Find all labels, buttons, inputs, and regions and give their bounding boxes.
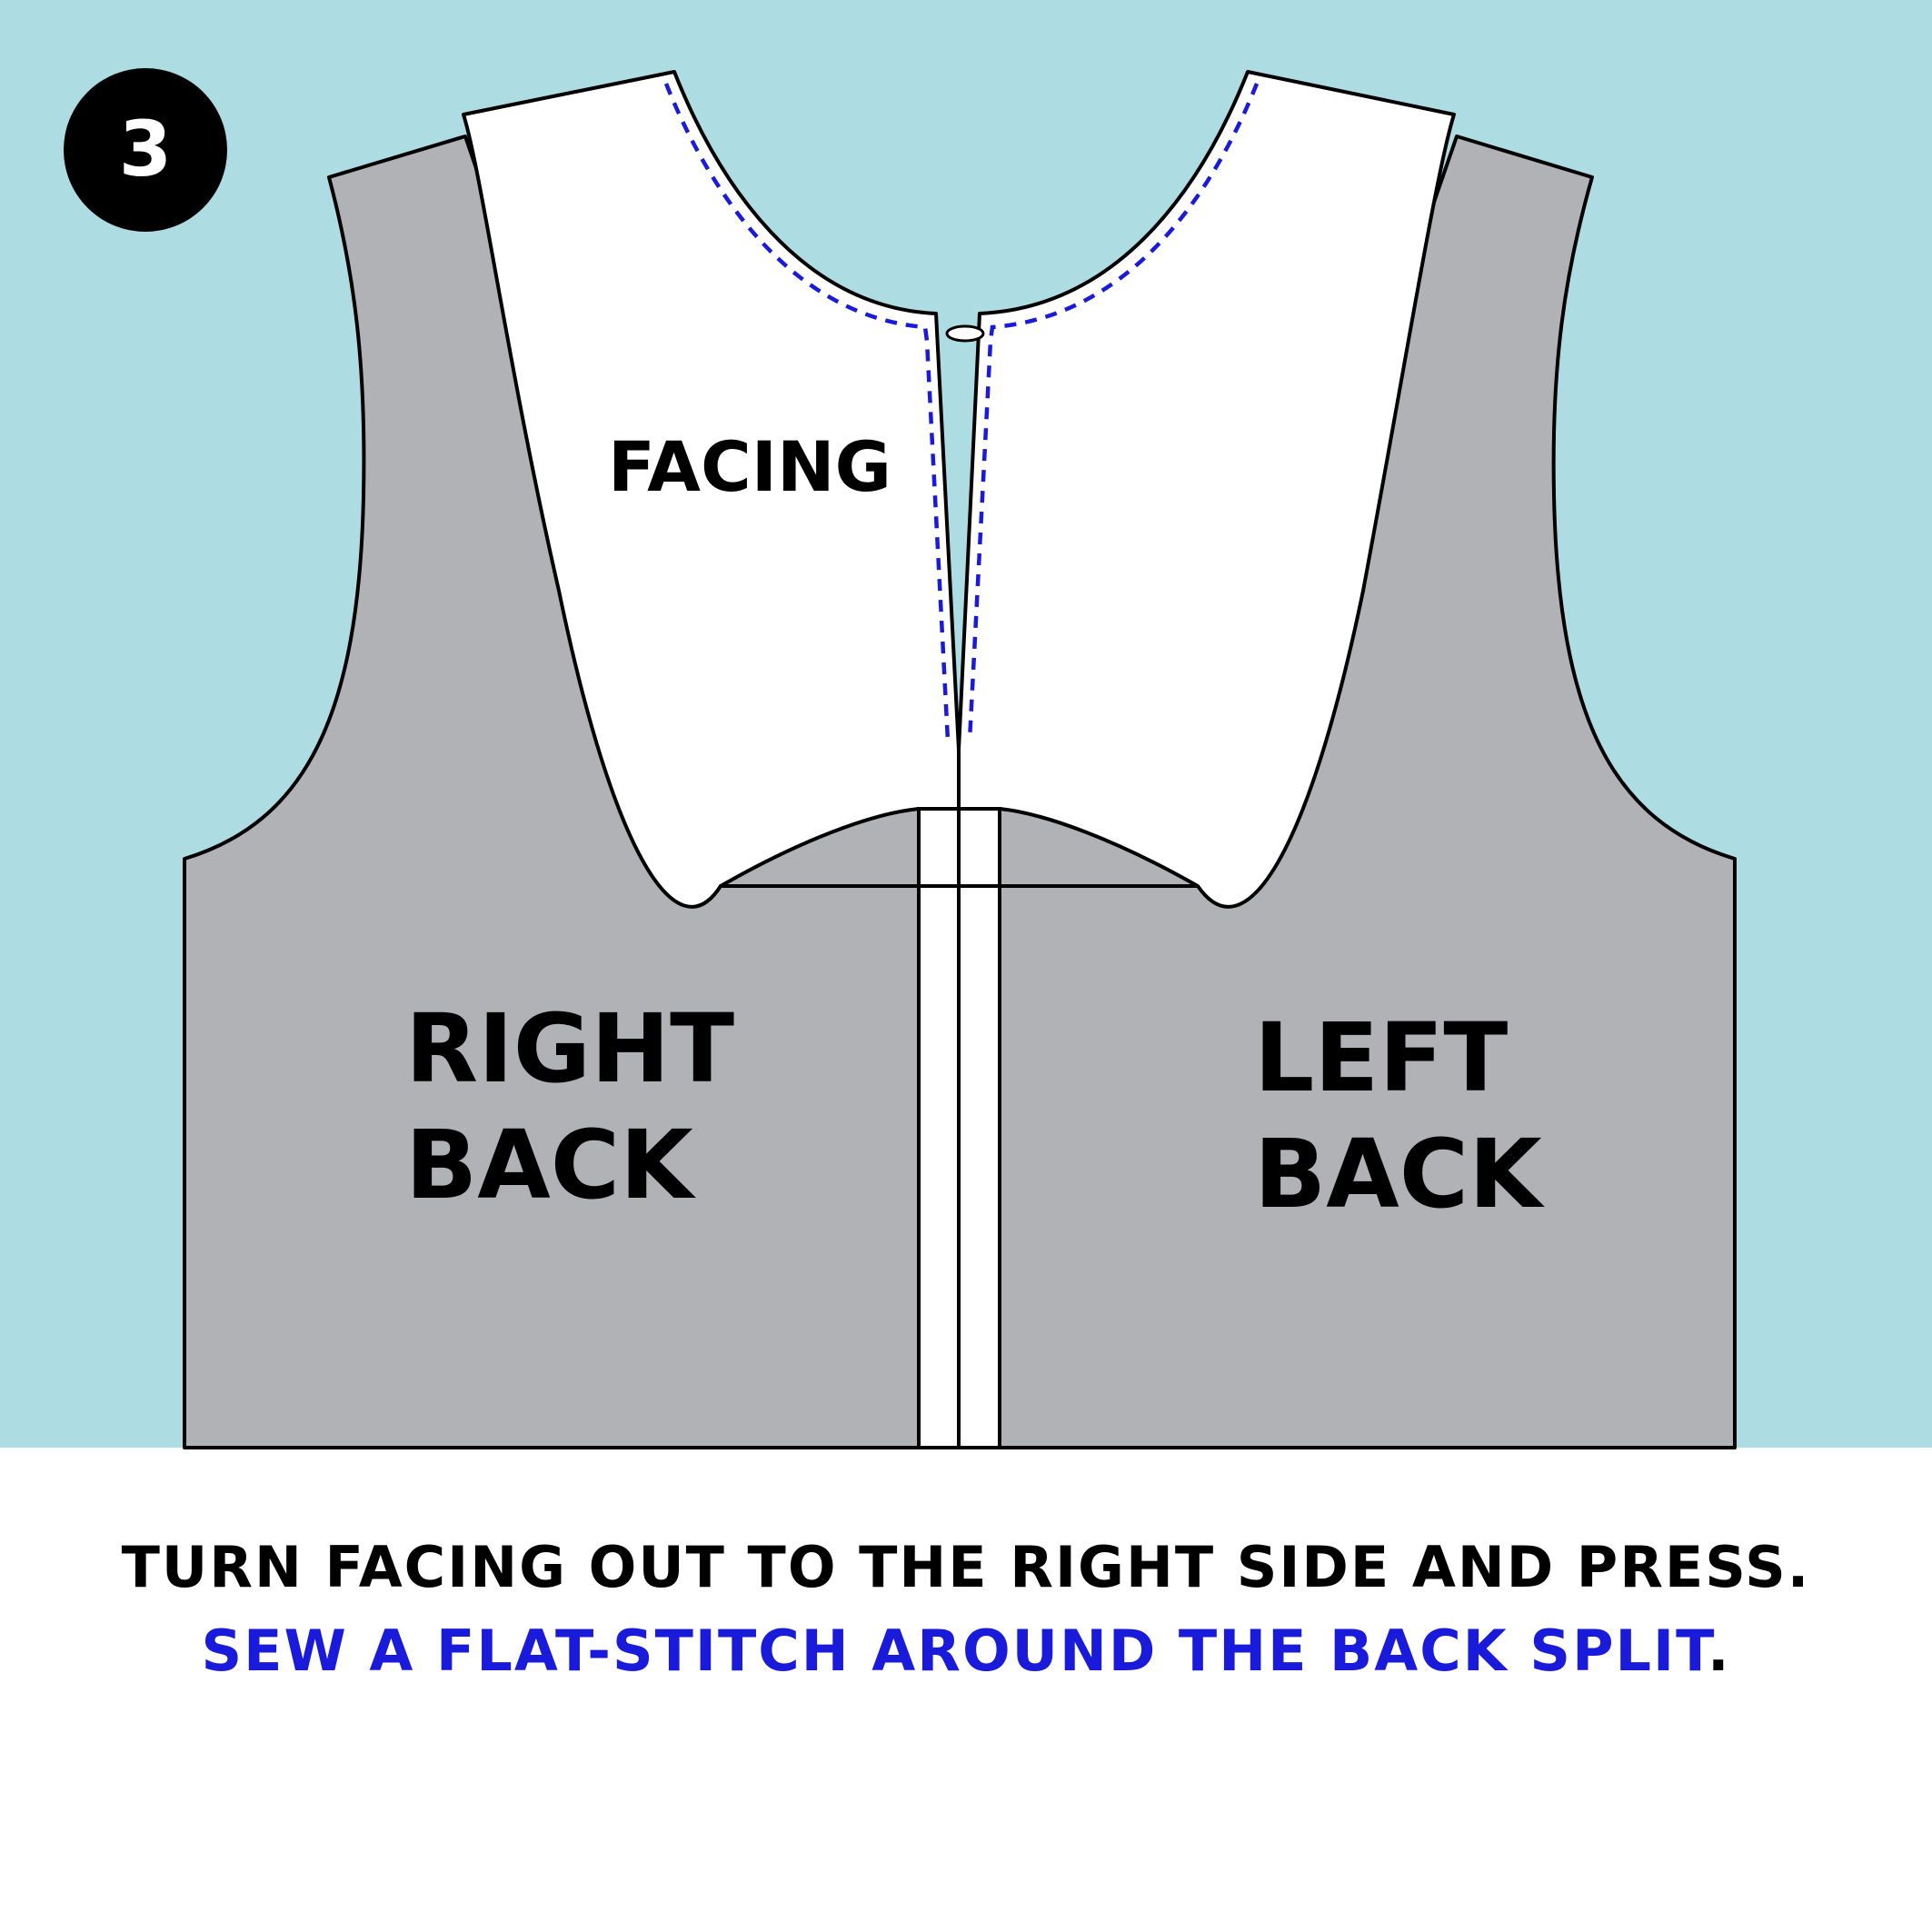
left-back-label-line2: BACK [1254,1119,1545,1230]
instruction-period: . [1707,1618,1731,1684]
facing-piece [462,70,1456,909]
bottom-background [0,1448,1932,1932]
instruction-line-1: TURN FACING OUT TO THE RIGHT SIDE AND PR… [0,1534,1932,1600]
right-back-label-line1: RIGHT [405,993,734,1104]
right-back-label-line2: BACK [405,1110,696,1220]
back-neck-area [719,807,1200,888]
left-back-panel [962,134,1737,1449]
neck-hook-icon [945,324,985,343]
instruction-highlight: SEW A FLAT-STITCH AROUND THE BACK SPLIT [201,1618,1708,1684]
left-back-label-line1: LEFT [1254,1002,1508,1113]
instruction-line-2: SEW A FLAT-STITCH AROUND THE BACK SPLIT. [0,1618,1932,1684]
instruction-text-1: TURN FACING OUT TO THE RIGHT SIDE AND PR… [121,1534,1811,1600]
right-back-panel [183,134,921,1449]
step-number: 3 [119,105,172,194]
step-badge [64,68,227,232]
facing-label: FACING [608,426,891,507]
